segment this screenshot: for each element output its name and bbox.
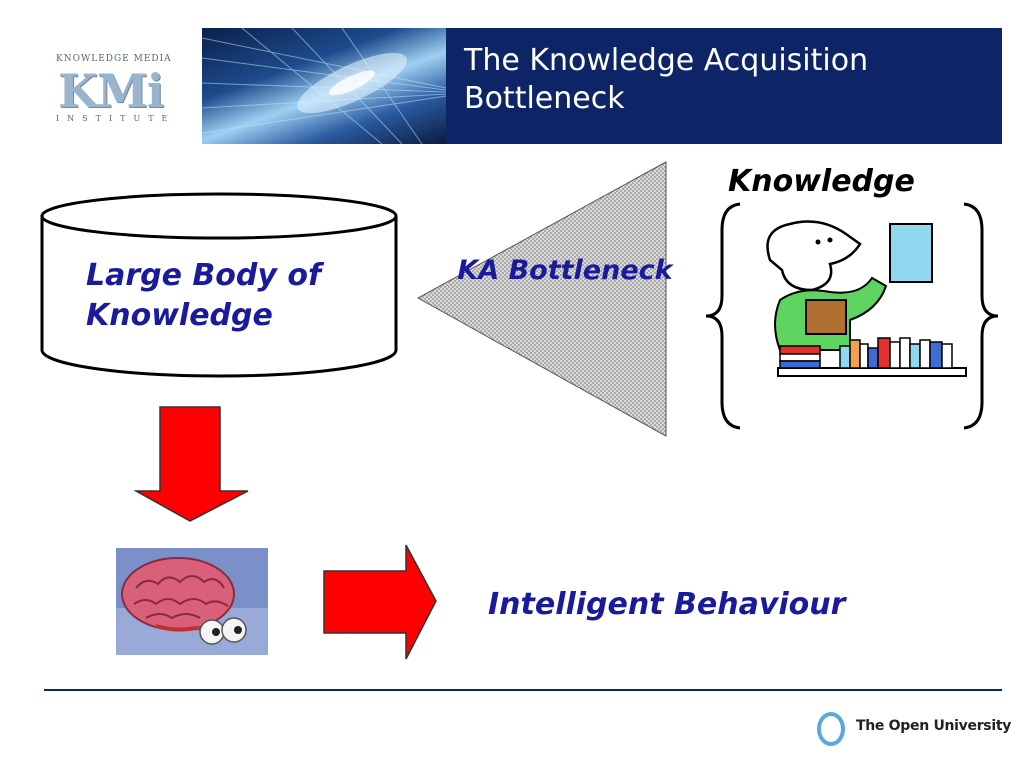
knowledge-label: Knowledge	[728, 164, 915, 199]
slide-header: KNOWLEDGE MEDIA KMi INSTITUTE The Knowle…	[46, 28, 1002, 144]
footer-divider	[44, 689, 1002, 691]
person-head-icon	[766, 220, 862, 292]
header-tunnel-image	[202, 28, 446, 144]
book-icon	[805, 299, 847, 335]
left-brace-icon	[705, 202, 741, 430]
database-cylinder-icon	[40, 192, 398, 378]
intelligent-behaviour-label: Intelligent Behaviour	[488, 587, 846, 622]
logo-top-text: KNOWLEDGE MEDIA	[56, 54, 172, 64]
bottleneck-label: KA Bottleneck	[457, 255, 673, 286]
bottleneck-triangle-icon	[416, 161, 667, 437]
title-banner: The Knowledge Acquisition Bottleneck	[446, 28, 1002, 144]
page-title: The Knowledge Acquisition Bottleneck	[464, 43, 869, 116]
paper-icon	[889, 223, 933, 283]
right-arrow-icon	[323, 544, 437, 660]
down-arrow-icon	[134, 406, 249, 522]
right-brace-icon	[963, 202, 999, 430]
database-label: Large Body of Knowledge	[86, 258, 322, 333]
logo-bottom-text: INSTITUTE	[56, 114, 176, 123]
brain-icon	[116, 548, 268, 655]
kmi-logo: KNOWLEDGE MEDIA KMi INSTITUTE	[46, 28, 203, 144]
open-university-logo-icon	[817, 712, 845, 746]
open-university-name: The Open University	[856, 718, 1012, 734]
logo-main-text: KMi	[58, 64, 164, 118]
knowledge-expert-illustration	[705, 202, 999, 430]
